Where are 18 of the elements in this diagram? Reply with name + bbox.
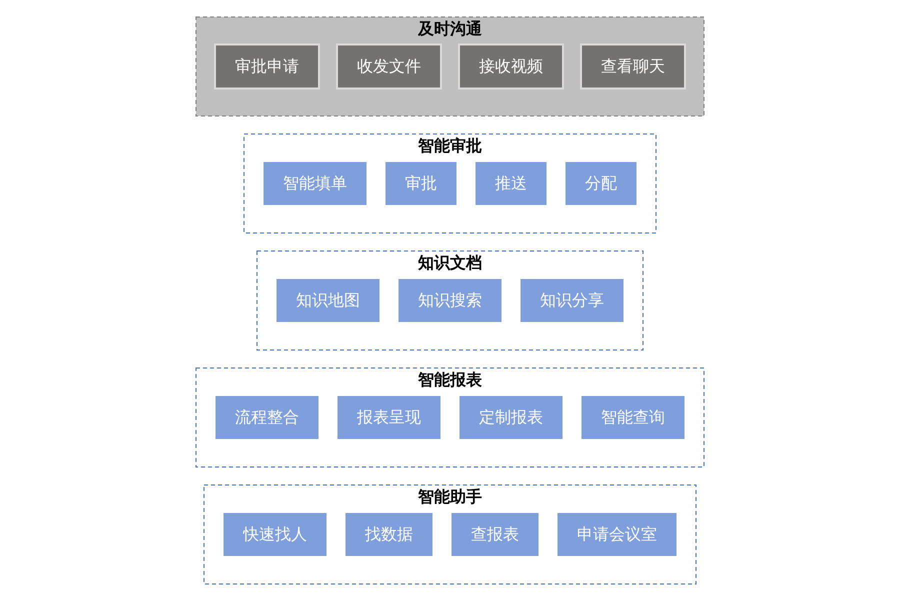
node-box: 分配: [564, 160, 638, 206]
node-box: 审批申请: [214, 43, 320, 89]
node-box: 接收视频: [458, 43, 564, 89]
node-box: 查看聊天: [580, 43, 686, 89]
node-box: 查报表: [450, 512, 540, 556]
node-box: 审批: [384, 160, 458, 206]
node-box: 收发文件: [336, 43, 442, 89]
node-box: 找数据: [344, 512, 434, 556]
node-box: 推送: [474, 160, 548, 206]
node-box: 知识地图: [276, 278, 380, 322]
node-box: 知识搜索: [398, 278, 502, 322]
node-box: 申请会议室: [556, 512, 678, 556]
node-box: 知识分享: [520, 278, 624, 322]
node-box: 智能查询: [580, 394, 686, 440]
node-box: 智能填单: [262, 160, 368, 206]
node-box: 流程整合: [214, 394, 320, 440]
node-box: 定制报表: [458, 394, 564, 440]
node-box: 报表呈现: [336, 394, 442, 440]
